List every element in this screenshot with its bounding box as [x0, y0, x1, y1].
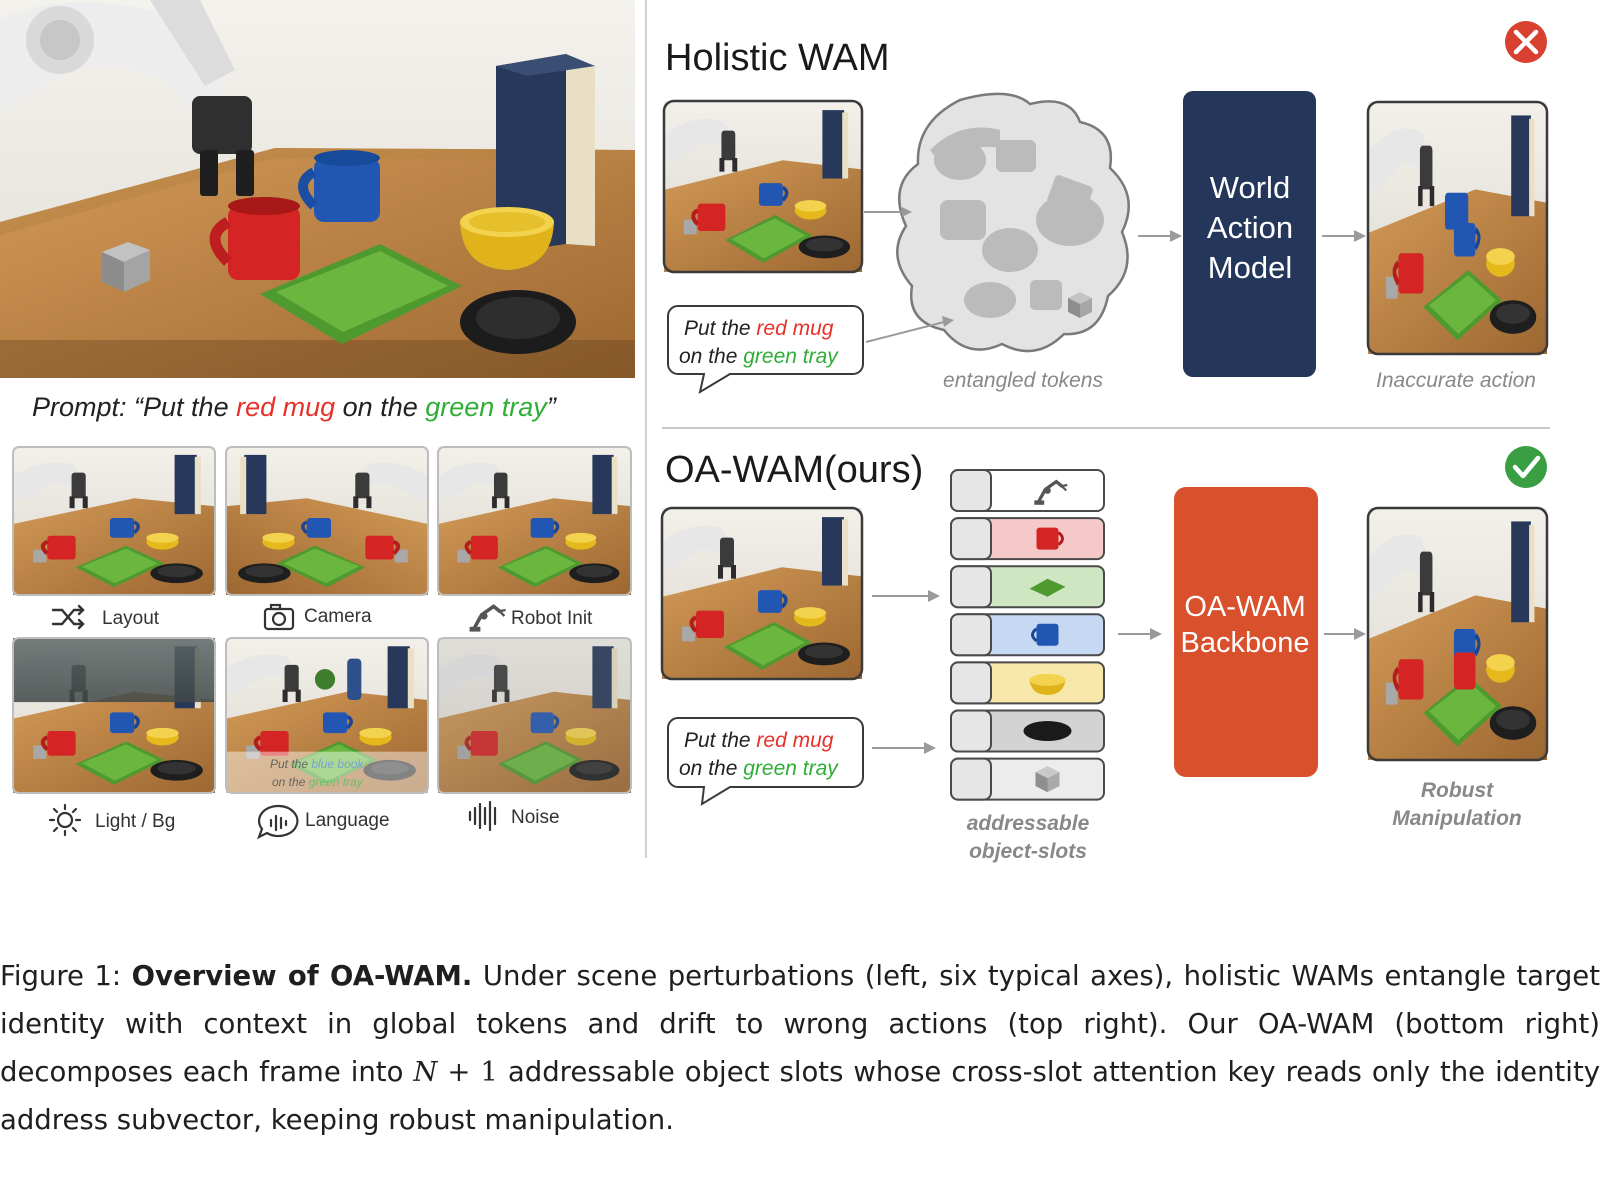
object-slot — [951, 614, 1104, 655]
slot-address-key — [951, 711, 991, 752]
wam-line3: Model — [1208, 250, 1292, 285]
thumb-light-bg — [13, 638, 215, 793]
prompt-text: Prompt: “Put the red mug on the green tr… — [32, 392, 557, 422]
object-slot — [951, 662, 1104, 703]
sun-icon — [50, 805, 80, 835]
prompt-suffix: ” — [547, 392, 557, 422]
thumb-layout — [13, 447, 215, 595]
overlay-line2-prefix: on the — [272, 775, 309, 789]
hero-scene-image — [0, 0, 635, 378]
object-slot — [951, 711, 1104, 752]
oawam-output-image — [1368, 508, 1547, 760]
backbone-line2: Backbone — [1181, 627, 1310, 659]
oawam-input-image — [662, 508, 862, 679]
prompt-red-span: red mug — [236, 392, 335, 422]
prompt-prefix: Prompt: “Put the — [32, 392, 236, 422]
thumb-robot-init — [438, 447, 631, 595]
world-action-model-box: World Action Model — [1183, 91, 1316, 377]
overlay-line2-highlight: green tray — [309, 775, 364, 789]
slot-address-key — [951, 518, 991, 559]
thumb-language: Put the blue book on the green tray — [226, 638, 428, 793]
oawam-bubble-line2-prefix: on the — [679, 757, 743, 780]
overlay-line1-prefix: Put the — [270, 757, 311, 771]
addressable-object-slots — [951, 470, 1104, 800]
holistic-bubble-line2: on the green tray — [679, 345, 839, 368]
wam-line1: World — [1210, 170, 1290, 205]
oawam-title: OA-WAM(ours) — [665, 449, 923, 491]
label-noise: Noise — [511, 807, 560, 828]
slot-address-key — [951, 470, 991, 511]
label-light-bg: Light / Bg — [95, 811, 175, 832]
figure-caption: Figure 1: Overview of OA-WAM. Under scen… — [0, 952, 1600, 1144]
robust-label-line1: Robust — [1421, 779, 1494, 802]
object-slot — [951, 566, 1104, 607]
holistic-output-image — [1368, 102, 1547, 354]
entangled-tokens-blob — [897, 94, 1128, 351]
label-robot-init: Robot Init — [511, 608, 593, 629]
object-slot — [951, 759, 1104, 800]
camera-icon — [265, 605, 293, 629]
holistic-input-image — [664, 101, 862, 272]
oawam-bubble-line1: Put the red mug — [684, 729, 834, 752]
black-plate-slot-icon — [1024, 721, 1072, 741]
label-camera: Camera — [304, 606, 372, 627]
slots-label-line2: object-slots — [969, 840, 1087, 863]
holistic-prompt-bubble: Put the red mug on the green tray — [668, 306, 863, 392]
entangled-tokens-label: entangled tokens — [943, 369, 1103, 392]
slot-address-key — [951, 662, 991, 703]
language-overlay-line1: Put the blue book — [270, 757, 364, 771]
holistic-title: Holistic WAM — [665, 37, 889, 79]
slot-address-key — [951, 759, 991, 800]
red-x-icon — [1505, 21, 1547, 63]
caption-math: N + 1 — [413, 1056, 498, 1088]
wam-line2: Action — [1207, 210, 1293, 245]
caption-prefix: Figure 1: — [0, 960, 132, 992]
shuffle-icon — [53, 606, 83, 628]
object-slot — [951, 518, 1104, 559]
holistic-bubble-line1: Put the red mug — [684, 317, 834, 340]
waveform-icon — [470, 802, 495, 830]
slots-label-line1: addressable — [967, 812, 1090, 835]
thumb-camera — [226, 447, 428, 595]
oawam-backbone-box: OA-WAM Backbone — [1174, 487, 1318, 777]
holistic-bubble-line1-prefix: Put the — [684, 317, 756, 340]
label-layout: Layout — [102, 608, 160, 629]
hero-black-plate — [460, 290, 576, 354]
oawam-bubble-green: green tray — [743, 757, 839, 780]
robot-arm-icon — [470, 606, 506, 631]
thumb-noise — [438, 638, 631, 793]
speech-bubble-icon — [259, 806, 297, 837]
green-check-icon — [1505, 446, 1547, 488]
label-language: Language — [305, 810, 390, 831]
object-slot — [951, 470, 1104, 511]
caption-math-var: N — [413, 1056, 437, 1088]
slot-address-key — [951, 566, 991, 607]
inaccurate-action-label: Inaccurate action — [1376, 369, 1536, 392]
oawam-prompt-bubble: Put the red mug on the green tray — [668, 718, 863, 804]
oawam-bubble-line1-prefix: Put the — [684, 729, 756, 752]
holistic-bubble-green: green tray — [743, 345, 839, 368]
prompt-mid: on the — [335, 392, 425, 422]
holistic-bubble-line2-prefix: on the — [679, 345, 743, 368]
overlay-line1-highlight: blue book — [311, 757, 364, 771]
caption-math-rest: + 1 — [437, 1056, 497, 1088]
slot-address-key — [951, 614, 991, 655]
holistic-bubble-red: red mug — [756, 317, 833, 340]
language-overlay-line2: on the green tray — [272, 775, 364, 789]
robust-label-line2: Manipulation — [1392, 807, 1522, 830]
oawam-bubble-red: red mug — [756, 729, 833, 752]
caption-bold-title: Overview of OA-WAM. — [132, 960, 473, 992]
figure-1: Prompt: “Put the red mug on the green tr… — [0, 0, 1600, 900]
oawam-bubble-line2: on the green tray — [679, 757, 839, 780]
prompt-green-span: green tray — [425, 392, 548, 422]
backbone-line1: OA-WAM — [1184, 591, 1305, 623]
